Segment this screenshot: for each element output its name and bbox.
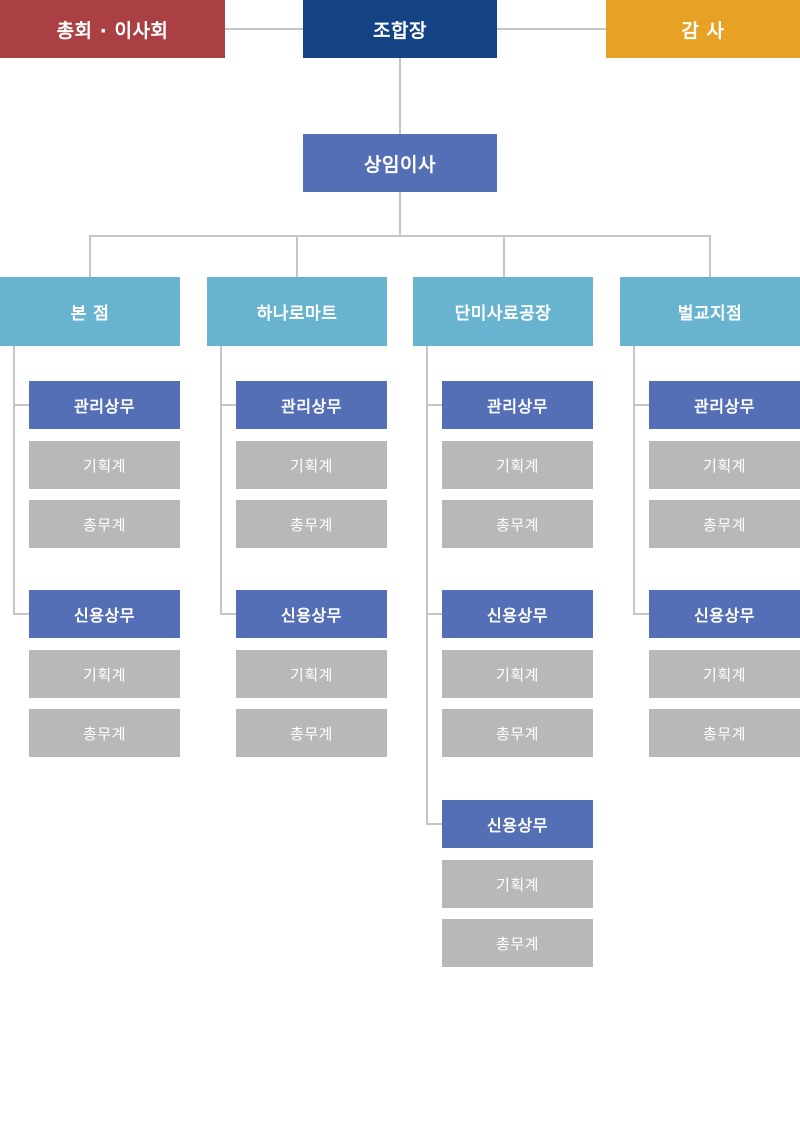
node-team-2-1-0[interactable]: 기획계: [442, 650, 593, 698]
node-chairman[interactable]: 조합장: [303, 0, 497, 58]
node-team-0-0-0-label: 기획계: [83, 456, 126, 475]
node-team-2-0-0-label: 기획계: [496, 456, 539, 475]
connector-stub-2-1: [426, 613, 442, 615]
connector-stub-3-1: [633, 613, 649, 615]
node-manager-2-0[interactable]: 관리상무: [442, 381, 593, 429]
node-team-2-2-0[interactable]: 기획계: [442, 860, 593, 908]
connector-executive-drop: [399, 192, 401, 236]
node-department-2[interactable]: 단미사료공장: [413, 277, 593, 346]
node-team-2-0-1[interactable]: 총무계: [442, 500, 593, 548]
connector-drop-dept-0: [89, 235, 91, 277]
node-team-2-0-0[interactable]: 기획계: [442, 441, 593, 489]
connector-drop-dept-1: [296, 235, 298, 277]
node-team-3-0-0[interactable]: 기획계: [649, 441, 800, 489]
node-team-0-0-0[interactable]: 기획계: [29, 441, 180, 489]
node-manager-3-0[interactable]: 관리상무: [649, 381, 800, 429]
node-team-3-0-1-label: 총무계: [703, 515, 746, 534]
node-team-3-1-1-label: 총무계: [703, 724, 746, 743]
node-assembly[interactable]: 총회 · 이사회: [0, 0, 225, 58]
connector-spine-dept-3: [633, 346, 635, 614]
node-team-1-1-1-label: 총무계: [290, 724, 333, 743]
node-team-2-1-0-label: 기획계: [496, 665, 539, 684]
node-team-0-0-1[interactable]: 총무계: [29, 500, 180, 548]
node-assembly-label: 총회 · 이사회: [56, 19, 169, 42]
connector-spine-dept-2: [426, 346, 428, 824]
node-manager-0-0[interactable]: 관리상무: [29, 381, 180, 429]
node-manager-0-1-label: 신용상무: [74, 606, 135, 625]
node-team-0-1-0-label: 기획계: [83, 665, 126, 684]
connector-spine-dept-1: [220, 346, 222, 614]
node-department-1[interactable]: 하나로마트: [207, 277, 387, 346]
node-team-2-0-1-label: 총무계: [496, 515, 539, 534]
connector-chairman-executive: [399, 58, 401, 134]
node-manager-2-2[interactable]: 신용상무: [442, 800, 593, 848]
node-team-3-0-1[interactable]: 총무계: [649, 500, 800, 548]
node-team-1-1-0[interactable]: 기획계: [236, 650, 387, 698]
connector-drop-dept-3: [709, 235, 711, 277]
connector-spine-dept-0: [13, 346, 15, 614]
connector-assembly-chairman: [225, 28, 303, 30]
node-executive[interactable]: 상임이사: [303, 134, 497, 192]
node-department-0-label: 본 점: [70, 304, 110, 324]
connector-chairman-auditor: [497, 28, 606, 30]
node-team-2-2-1-label: 총무계: [496, 934, 539, 953]
node-team-1-0-0[interactable]: 기획계: [236, 441, 387, 489]
node-manager-1-0[interactable]: 관리상무: [236, 381, 387, 429]
connector-stub-0-0: [13, 404, 29, 406]
node-manager-0-0-label: 관리상무: [74, 397, 135, 416]
node-team-3-1-0[interactable]: 기획계: [649, 650, 800, 698]
node-auditor-label: 감 사: [681, 19, 725, 42]
node-team-0-1-1-label: 총무계: [83, 724, 126, 743]
connector-drop-dept-2: [503, 235, 505, 277]
node-department-0[interactable]: 본 점: [0, 277, 180, 346]
node-team-2-1-1[interactable]: 총무계: [442, 709, 593, 757]
node-team-2-1-1-label: 총무계: [496, 724, 539, 743]
node-team-3-0-0-label: 기획계: [703, 456, 746, 475]
node-manager-3-0-label: 관리상무: [694, 397, 755, 416]
node-executive-label: 상임이사: [364, 153, 436, 176]
connector-stub-1-0: [220, 404, 236, 406]
node-team-0-1-1[interactable]: 총무계: [29, 709, 180, 757]
connector-stub-1-1: [220, 613, 236, 615]
node-team-1-1-0-label: 기획계: [290, 665, 333, 684]
node-department-3[interactable]: 벌교지점: [620, 277, 800, 346]
node-manager-1-0-label: 관리상무: [281, 397, 342, 416]
node-auditor[interactable]: 감 사: [606, 0, 800, 58]
node-team-3-1-1[interactable]: 총무계: [649, 709, 800, 757]
node-manager-1-1[interactable]: 신용상무: [236, 590, 387, 638]
connector-stub-2-2: [426, 823, 442, 825]
node-team-1-0-1-label: 총무계: [290, 515, 333, 534]
node-manager-2-0-label: 관리상무: [487, 397, 548, 416]
node-department-1-label: 하나로마트: [256, 304, 338, 324]
node-chairman-label: 조합장: [373, 19, 427, 42]
connector-stub-0-1: [13, 613, 29, 615]
connector-stub-3-0: [633, 404, 649, 406]
node-team-1-0-0-label: 기획계: [290, 456, 333, 475]
node-manager-3-1[interactable]: 신용상무: [649, 590, 800, 638]
node-department-2-label: 단미사료공장: [454, 304, 552, 324]
node-department-3-label: 벌교지점: [677, 304, 743, 324]
connector-stub-2-0: [426, 404, 442, 406]
node-team-3-1-0-label: 기획계: [703, 665, 746, 684]
node-team-2-2-0-label: 기획계: [496, 875, 539, 894]
node-manager-2-2-label: 신용상무: [487, 816, 548, 835]
node-manager-0-1[interactable]: 신용상무: [29, 590, 180, 638]
node-manager-1-1-label: 신용상무: [281, 606, 342, 625]
node-manager-2-1-label: 신용상무: [487, 606, 548, 625]
connector-department-bus: [89, 235, 710, 237]
node-team-0-1-0[interactable]: 기획계: [29, 650, 180, 698]
node-team-1-0-1[interactable]: 총무계: [236, 500, 387, 548]
node-manager-3-1-label: 신용상무: [694, 606, 755, 625]
node-team-1-1-1[interactable]: 총무계: [236, 709, 387, 757]
node-manager-2-1[interactable]: 신용상무: [442, 590, 593, 638]
node-team-0-0-1-label: 총무계: [83, 515, 126, 534]
node-team-2-2-1[interactable]: 총무계: [442, 919, 593, 967]
